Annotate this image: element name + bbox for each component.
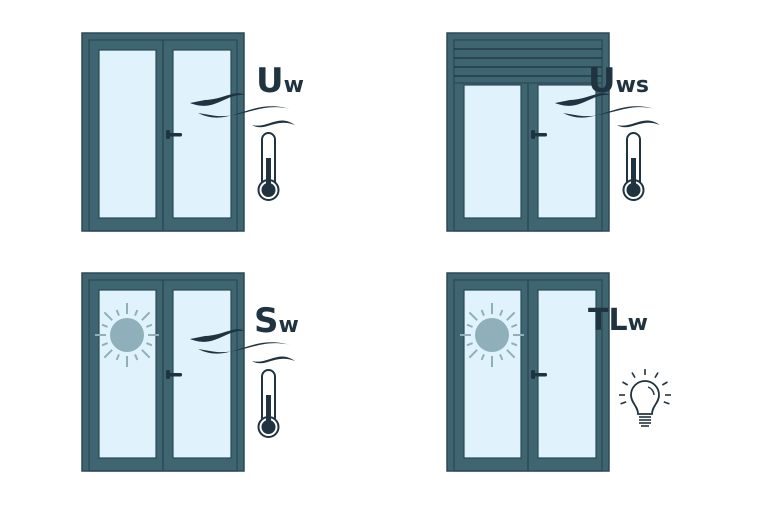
glass-pane bbox=[537, 84, 597, 219]
sun-icon bbox=[95, 303, 159, 367]
door-handle-icon bbox=[531, 370, 547, 379]
air-flow-icon bbox=[190, 329, 295, 364]
label-sw: Sw bbox=[254, 301, 299, 341]
door-handle-icon bbox=[166, 370, 182, 379]
air-flow-icon bbox=[555, 93, 660, 128]
double-door-sw bbox=[81, 272, 245, 472]
label-tlw: TLw bbox=[588, 303, 648, 338]
glass-pane bbox=[537, 289, 597, 459]
glass-pane bbox=[98, 49, 157, 219]
sun-icon bbox=[460, 303, 524, 367]
thermometer-icon bbox=[257, 369, 280, 438]
double-door-tlw bbox=[446, 272, 610, 472]
label-uw: Uw bbox=[256, 61, 304, 101]
glass-pane bbox=[463, 289, 522, 459]
double-door-uw bbox=[81, 32, 245, 232]
glass-pane bbox=[98, 289, 157, 459]
double-door-uws bbox=[446, 32, 610, 232]
thermometer-icon bbox=[622, 132, 645, 201]
thermometer-icon bbox=[257, 132, 280, 201]
glass-pane bbox=[463, 84, 522, 219]
roller-shutter bbox=[453, 39, 603, 84]
air-flow-icon bbox=[190, 93, 295, 128]
door-handle-icon bbox=[531, 130, 547, 139]
door-handle-icon bbox=[166, 130, 182, 139]
glass-pane bbox=[172, 49, 232, 219]
light-bulb-icon bbox=[619, 369, 671, 427]
